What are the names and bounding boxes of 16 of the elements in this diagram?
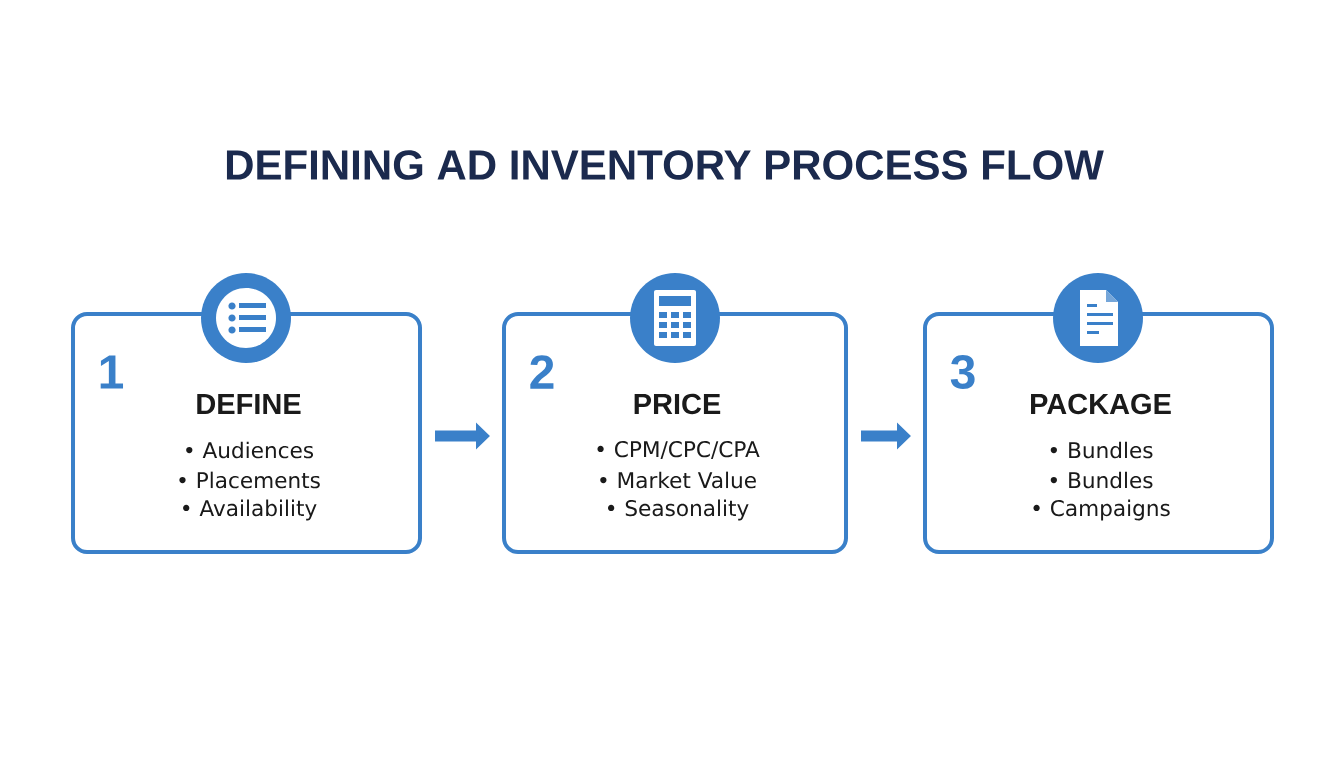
bullet-item: • Seasonality bbox=[608, 499, 749, 521]
step-heading: DEFINE bbox=[197, 394, 301, 414]
step-heading: PACKAGE bbox=[1031, 393, 1171, 415]
step-heading: PRICE bbox=[634, 393, 721, 415]
step-number: 1 bbox=[100, 355, 123, 389]
bullet-item: • CPM/CPC/CPA bbox=[597, 441, 760, 459]
title: DEFINING AD INVENTORY PROCESS FLOW bbox=[226, 150, 1104, 180]
bullet-item: • Audiences bbox=[186, 441, 314, 459]
bullet-item: • Placements bbox=[179, 471, 320, 489]
bullet-item: • Bundles bbox=[1050, 441, 1153, 459]
bullet-item: • Campaigns bbox=[1033, 499, 1170, 521]
step-number: 2 bbox=[530, 355, 554, 389]
bullet-item: • Market Value bbox=[600, 471, 756, 489]
bullet-item: • Availability bbox=[183, 499, 317, 521]
step-number: 3 bbox=[950, 354, 975, 389]
bullet-item: • Bundles bbox=[1050, 471, 1153, 489]
